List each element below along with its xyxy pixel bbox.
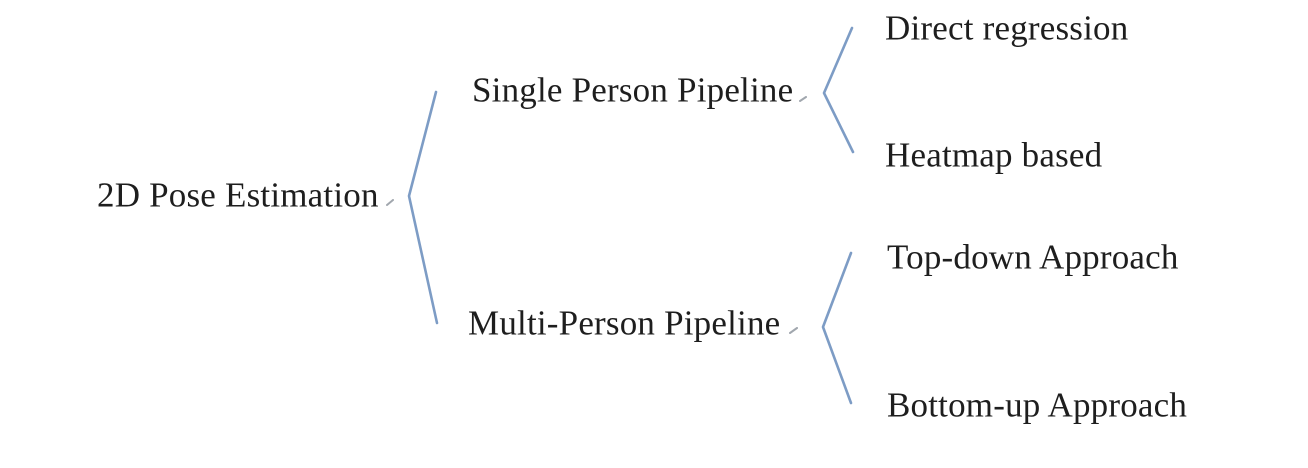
branch-label-multi-person-pipeline: Multi-Person Pipeline — [468, 303, 781, 343]
single-person-tick-mark — [799, 96, 807, 102]
single-person-branch-connector — [822, 26, 855, 154]
leaf-label-bottom-up-approach: Bottom-up Approach — [887, 385, 1188, 425]
root-node-label: 2D Pose Estimation — [97, 175, 379, 215]
leaf-label-direct-regression: Direct regression — [885, 8, 1129, 48]
root-branch-connector — [407, 90, 439, 325]
multi-person-branch-connector — [821, 251, 853, 405]
root-tick-mark — [386, 199, 394, 206]
leaf-label-heatmap-based: Heatmap based — [885, 135, 1103, 175]
branch-label-single-person-pipeline: Single Person Pipeline — [472, 70, 794, 110]
leaf-label-top-down-approach: Top-down Approach — [887, 237, 1179, 277]
multi-person-tick-mark — [789, 327, 798, 334]
